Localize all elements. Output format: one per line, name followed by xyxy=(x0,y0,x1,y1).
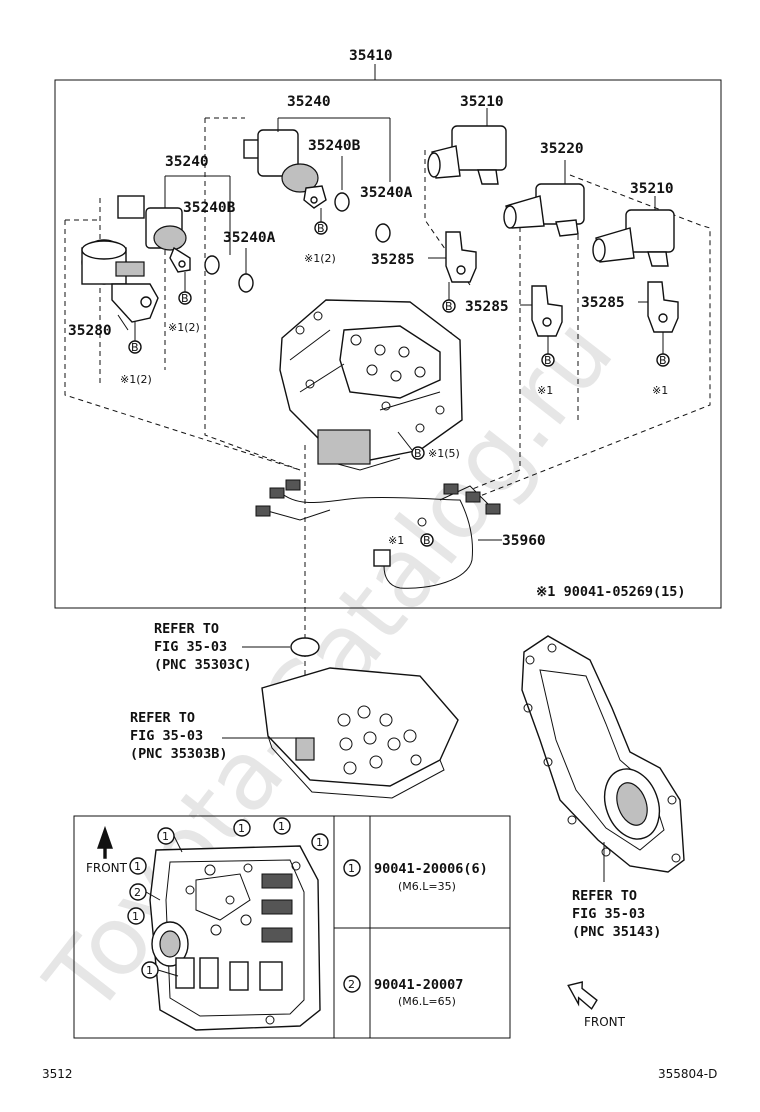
inset-marker-2: 2 xyxy=(129,883,147,901)
svg-text:B: B xyxy=(544,354,552,367)
bolt-note: ※1 90041-05269(15) xyxy=(536,584,685,600)
callout-35285-a: 35285 xyxy=(371,252,415,268)
refer-2-line1: REFER TO xyxy=(130,710,195,726)
legend-num: 2 xyxy=(348,978,355,991)
footer-figure-id: 355804-D xyxy=(658,1067,717,1081)
svg-text:2: 2 xyxy=(134,886,141,899)
legend-row-1: 1 90041-20006(6) (M6.L=35) xyxy=(343,859,488,893)
callout-35240-right: 35240 xyxy=(287,94,331,110)
refer-3-line3: (PNC 35143) xyxy=(572,924,661,940)
callout-35960: 35960 xyxy=(502,533,546,549)
wire-harness-35960 xyxy=(255,479,501,589)
solenoid-35240-left xyxy=(117,195,191,273)
svg-text:※1(2): ※1(2) xyxy=(304,252,336,265)
svg-text:B: B xyxy=(423,534,431,547)
assembly-frame xyxy=(54,79,722,609)
legend-num: 1 xyxy=(348,862,355,875)
solenoid-35240-right xyxy=(243,129,327,209)
svg-text:B: B xyxy=(317,222,325,235)
front-arrow-label: FRONT xyxy=(584,1015,626,1029)
front-arrow-icon xyxy=(567,981,598,1010)
callout-35285-c: 35285 xyxy=(581,295,625,311)
oring-35240A-right xyxy=(375,223,391,243)
inset-frame xyxy=(73,815,511,1039)
inset-marker-1: 1 xyxy=(233,819,251,837)
bolt-ref: ※1(2) xyxy=(120,373,152,386)
solenoid-35210-top xyxy=(427,125,507,185)
svg-text:1: 1 xyxy=(238,822,245,835)
callout-35240A-right: 35240A xyxy=(360,185,413,201)
svg-text:B: B xyxy=(659,354,667,367)
solenoid-35220 xyxy=(503,183,585,237)
inset-marker-1: 1 xyxy=(157,827,175,845)
svg-text:B: B xyxy=(181,292,189,305)
refer-3-line2: FIG 35-03 xyxy=(572,906,645,922)
solenoid-35210-right xyxy=(592,209,675,267)
refer-1-line3: (PNC 35303C) xyxy=(154,657,252,673)
assembly-part-number: 35410 xyxy=(349,48,393,64)
inset-front-indicator: FRONT xyxy=(86,825,128,875)
legend-part: 90041-20006(6) xyxy=(374,861,488,877)
callout-35240B-left: 35240B xyxy=(183,200,236,216)
refer-2-line3: (PNC 35303B) xyxy=(130,746,228,762)
svg-text:1: 1 xyxy=(162,830,169,843)
refer-1-line1: REFER TO xyxy=(154,621,219,637)
svg-text:※1: ※1 xyxy=(652,384,668,397)
inset-marker-1: 1 xyxy=(311,833,329,851)
refer-1-line2: FIG 35-03 xyxy=(154,639,227,655)
oring-35240A-left xyxy=(238,273,254,293)
inset-marker-1: 1 xyxy=(141,961,159,979)
inset-valve-body xyxy=(149,845,321,1031)
svg-text:※1: ※1 xyxy=(537,384,553,397)
svg-text:B: B xyxy=(414,447,422,460)
oring-35240B-right xyxy=(334,192,350,212)
strainer-plate xyxy=(261,667,459,799)
bracket-35285-a xyxy=(445,231,477,283)
callout-35210-right: 35210 xyxy=(630,181,674,197)
legend-row-2: 2 90041-20007 (M6.L=65) xyxy=(343,975,463,1008)
inset-marker-1: 1 xyxy=(127,907,145,925)
refer-2-line2: FIG 35-03 xyxy=(130,728,203,744)
callout-35240-left: 35240 xyxy=(165,154,209,170)
svg-text:1: 1 xyxy=(278,820,285,833)
inset-front-label: FRONT xyxy=(86,861,128,875)
svg-text:※1(2): ※1(2) xyxy=(168,321,200,334)
svg-text:1: 1 xyxy=(146,964,153,977)
callout-35280: 35280 xyxy=(68,323,112,339)
oring-35240B-left xyxy=(204,255,220,275)
callout-35210-top: 35210 xyxy=(460,94,504,110)
oring-ref xyxy=(290,637,320,657)
inset-marker-1: 1 xyxy=(129,857,147,875)
refer-3-line1: REFER TO xyxy=(572,888,637,904)
inset-marker-1: 1 xyxy=(273,817,291,835)
svg-text:※1(5): ※1(5) xyxy=(428,447,460,460)
legend-part: 90041-20007 xyxy=(374,977,463,993)
solenoid-35280 xyxy=(81,239,159,323)
callout-35285-b: 35285 xyxy=(465,299,509,315)
svg-text:1: 1 xyxy=(132,910,139,923)
bracket-35285-c xyxy=(647,281,679,333)
footer-page-code: 3512 xyxy=(42,1067,73,1081)
valve-body xyxy=(279,299,463,471)
bolt-mark-b: B xyxy=(131,341,139,354)
svg-text:※1: ※1 xyxy=(388,534,404,547)
callout-35240B-right: 35240B xyxy=(308,138,361,154)
svg-text:1: 1 xyxy=(316,836,323,849)
callout-35220: 35220 xyxy=(540,141,584,157)
bracket-35285-b xyxy=(531,285,563,337)
legend-spec: (M6.L=35) xyxy=(398,880,456,893)
callout-35240A-left: 35240A xyxy=(223,230,276,246)
legend-spec: (M6.L=65) xyxy=(398,995,456,1008)
svg-text:1: 1 xyxy=(134,860,141,873)
transmission-case-cover xyxy=(521,635,685,873)
svg-text:B: B xyxy=(445,300,453,313)
